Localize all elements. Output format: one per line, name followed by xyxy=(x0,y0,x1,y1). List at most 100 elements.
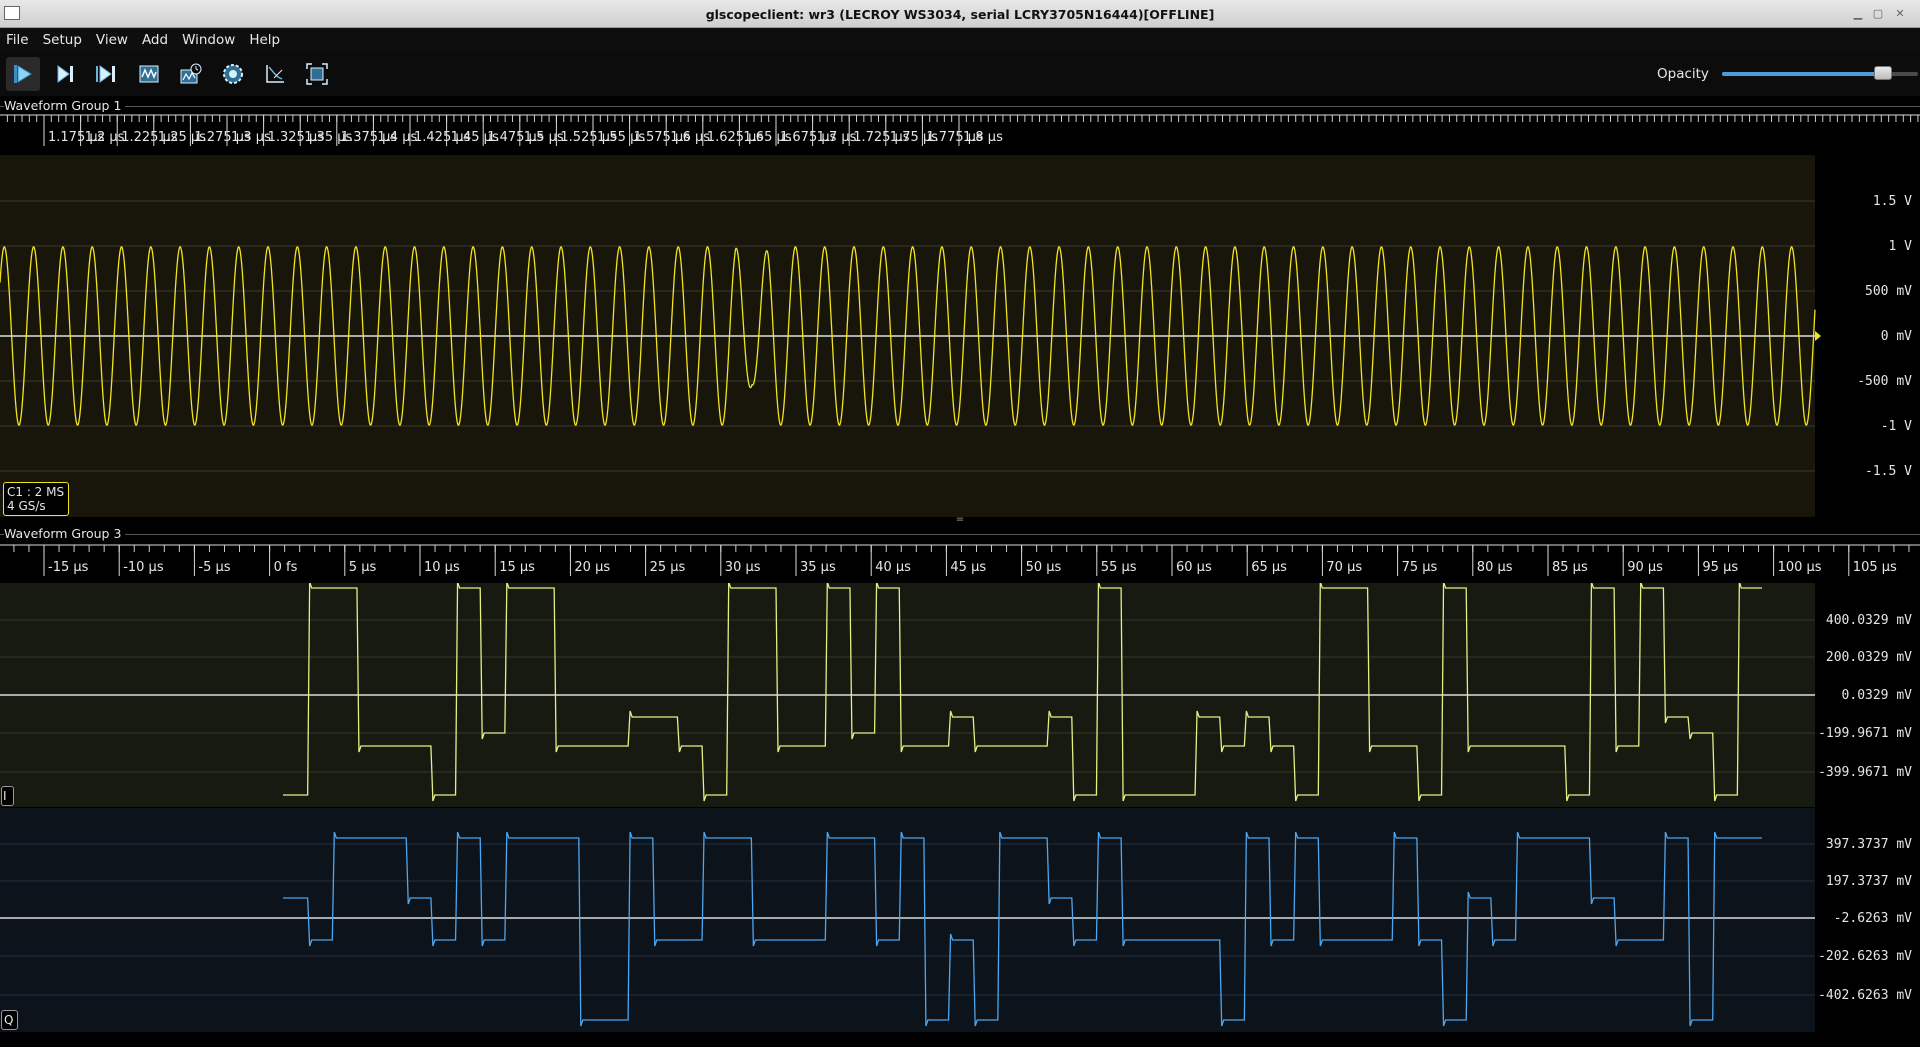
play-icon xyxy=(14,65,32,83)
app-icon xyxy=(4,6,20,20)
menu-view[interactable]: View xyxy=(95,32,128,48)
timeline-tick-label: 1.7 µs xyxy=(817,130,857,145)
y-axis-background xyxy=(1815,155,1920,517)
y-axis-label: 1.5 V xyxy=(1873,194,1912,209)
menu-file[interactable]: File xyxy=(6,32,29,48)
group-splitter-handle[interactable]: = xyxy=(955,514,965,525)
channel-i-name: I xyxy=(3,789,7,803)
stop-button[interactable] xyxy=(132,57,166,91)
y-axis-label: 0.0329 mV xyxy=(1842,688,1913,703)
window-titlebar[interactable]: glscopeclient: wr3 (LECROY WS3034, seria… xyxy=(0,0,1920,28)
waveform-trace-q xyxy=(283,831,1762,1027)
run-force-button[interactable] xyxy=(90,57,124,91)
menu-help[interactable]: Help xyxy=(249,32,281,48)
maximize-icon[interactable]: ▢ xyxy=(1872,7,1884,20)
timeline-tick-label: 1.275 µs xyxy=(194,130,251,145)
timeline-tick-label: 1.8 µs xyxy=(963,130,1003,145)
toolbar xyxy=(0,52,1920,96)
menu-bar: File Setup View Add Window Help xyxy=(0,28,1920,52)
timeline-tick-label: 1.225 µs xyxy=(121,130,178,145)
opacity-slider-handle[interactable] xyxy=(1873,66,1892,80)
timeline-tick-label: -5 µs xyxy=(198,560,230,575)
timeline-tick-label: 1.35 µs xyxy=(304,130,352,145)
channel-q-name: Q xyxy=(4,1013,14,1027)
y-axis-label: -399.9671 mV xyxy=(1818,765,1912,780)
timeline-group-1[interactable]: 1.175 µs1.2 µs1.225 µs1.25 µs1.275 µs1.3… xyxy=(0,112,1920,152)
timeline-tick-label: 1.675 µs xyxy=(780,130,837,145)
run-button[interactable] xyxy=(6,57,40,91)
history-icon xyxy=(180,63,202,84)
opacity-label: Opacity xyxy=(1657,66,1709,82)
menu-add[interactable]: Add xyxy=(141,32,169,48)
opacity-slider[interactable] xyxy=(1722,66,1918,82)
timeline-tick-label: -10 µs xyxy=(123,560,164,575)
timeline-tick-label: 1.425 µs xyxy=(414,130,471,145)
refresh-settings-icon xyxy=(223,64,243,84)
clear-sweeps-button[interactable] xyxy=(258,57,292,91)
plot-background xyxy=(0,808,1815,1032)
waveform-trace-i xyxy=(283,583,1762,802)
timeline-tick-label: 1.4 µs xyxy=(377,130,417,145)
timeline-tick-label: 1.75 µs xyxy=(890,130,938,145)
timeline-tick-label: 1.25 µs xyxy=(158,130,206,145)
timeline-tick-label: 1.625 µs xyxy=(707,130,764,145)
timeline-tick-label: 20 µs xyxy=(574,560,610,575)
timeline-tick-label: 1.325 µs xyxy=(268,130,325,145)
timeline-tick-label: 5 µs xyxy=(349,560,377,575)
y-axis-label: 0 mV xyxy=(1881,329,1912,344)
timeline-tick-label: 35 µs xyxy=(800,560,836,575)
timeline-tick-label: 1.6 µs xyxy=(670,130,710,145)
timeline-tick-label: 15 µs xyxy=(499,560,535,575)
fullscreen-button[interactable] xyxy=(300,57,334,91)
timeline-tick-label: 1.775 µs xyxy=(926,130,983,145)
fullscreen-icon xyxy=(306,63,328,85)
timeline-tick-label: 50 µs xyxy=(1026,560,1062,575)
y-axis-label: -202.6263 mV xyxy=(1818,949,1912,964)
run-single-icon xyxy=(57,65,73,83)
timeline-tick-label: 85 µs xyxy=(1552,560,1588,575)
refresh-settings-button[interactable] xyxy=(216,57,250,91)
timeline-tick-label: 95 µs xyxy=(1702,560,1738,575)
channel-label-q[interactable]: Q xyxy=(1,1010,18,1030)
timeline-tick-label: 80 µs xyxy=(1477,560,1513,575)
timeline-tick-label: 60 µs xyxy=(1176,560,1212,575)
timeline-tick-label: 0 fs xyxy=(274,560,298,575)
timeline-background xyxy=(0,542,1920,582)
waveform-group-3-label: Waveform Group 3 xyxy=(4,526,126,541)
timeline-tick-label: 70 µs xyxy=(1326,560,1362,575)
group-frame-line xyxy=(0,534,1920,535)
channel-label-i[interactable]: I xyxy=(1,786,14,806)
history-button[interactable] xyxy=(174,57,208,91)
waveform-trace-c1 xyxy=(0,245,1816,427)
timeline-tick-label: 30 µs xyxy=(725,560,761,575)
timeline-tick-label: 1.65 µs xyxy=(743,130,791,145)
opacity-slider-fill xyxy=(1722,72,1883,76)
group-frame-line xyxy=(0,106,1920,107)
menu-setup[interactable]: Setup xyxy=(42,32,82,48)
timeline-tick-label: 1.55 µs xyxy=(597,130,645,145)
timeline-tick-label: 1.725 µs xyxy=(853,130,910,145)
minimize-icon[interactable]: ▁ xyxy=(1853,7,1863,20)
menu-window[interactable]: Window xyxy=(182,32,236,48)
timeline-tick-label: 25 µs xyxy=(650,560,686,575)
y-axis-label: 397.3737 mV xyxy=(1826,837,1912,852)
y-axis-label: -199.9671 mV xyxy=(1818,726,1912,741)
y-axis-label: -1 V xyxy=(1881,419,1912,434)
timeline-tick-label: -15 µs xyxy=(48,560,89,575)
y-axis-label: 197.3737 mV xyxy=(1826,874,1912,889)
channel-label-c1[interactable]: C1 : 2 MS 4 GS/s xyxy=(3,482,69,516)
timeline-tick-label: 1.575 µs xyxy=(634,130,691,145)
timeline-background xyxy=(0,112,1920,152)
run-single-button[interactable] xyxy=(48,57,82,91)
y-axis-label: 1 V xyxy=(1889,239,1913,254)
timeline-tick-label: 55 µs xyxy=(1101,560,1137,575)
close-icon[interactable]: ✕ xyxy=(1895,7,1905,20)
y-axis-label: -402.6263 mV xyxy=(1818,988,1912,1003)
timeline-tick-label: 100 µs xyxy=(1778,560,1822,575)
channel-c1-name: C1 : 2 MS xyxy=(7,485,65,499)
timeline-tick-label: 1.175 µs xyxy=(48,130,105,145)
